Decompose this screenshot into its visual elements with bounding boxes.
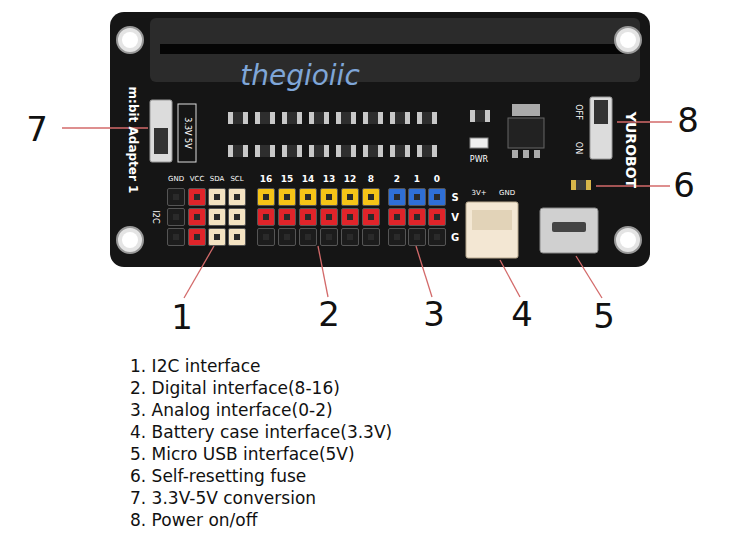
pin-label: 3V+ (471, 190, 486, 198)
pin-label: SCL (230, 176, 243, 184)
pin-number: 12 (344, 175, 357, 185)
pin-number: 13 (323, 175, 336, 185)
callout-number: 1 (171, 299, 193, 336)
port-label: I2C (151, 210, 160, 223)
callout-number: 7 (26, 111, 48, 148)
callout-number: 3 (423, 296, 445, 333)
legend-item: 4. Battery case interface(3.3V) (130, 423, 392, 442)
row-label: V (451, 212, 459, 223)
pin-number: 16 (260, 175, 273, 185)
row-label: G (451, 232, 459, 243)
callout-number: 8 (677, 102, 699, 139)
pin-label: GND (499, 190, 515, 198)
legend-item: 8. Power on/off (130, 511, 257, 530)
led-label: PWR (470, 156, 488, 165)
pin-label: GND (168, 176, 184, 184)
callout-number: 2 (318, 296, 340, 333)
pin-number: 8 (368, 175, 374, 185)
pin-number: 14 (302, 175, 315, 185)
pin-label: SDA (210, 176, 225, 184)
legend-item: 6. Self-resetting fuse (130, 467, 306, 486)
callout-number: 6 (673, 167, 695, 204)
callout-number: 5 (593, 298, 615, 335)
switch-label: OFF (574, 104, 583, 120)
legend-item: 2. Digital interface(8-16) (130, 379, 340, 398)
silkscreen-text: 3.3V 5V (183, 117, 192, 148)
board-title: m:bit Adapter 1 (125, 87, 138, 194)
pin-label: VCC (190, 176, 205, 184)
pin-number: 0 (434, 175, 440, 185)
row-label: S (451, 192, 458, 203)
watermark: thegioiic (240, 61, 360, 92)
brand-text: YUROBOT (622, 112, 637, 188)
legend-item: 1. I2C interface (130, 357, 261, 376)
pin-number: 1 (414, 175, 420, 185)
pin-number: 15 (281, 175, 294, 185)
legend-item: 3. Analog interface(0-2) (130, 401, 333, 420)
switch-label: ON (574, 142, 583, 154)
legend-item: 5. Micro USB interface(5V) (130, 445, 355, 464)
pin-number: 2 (394, 175, 400, 185)
legend-item: 7. 3.3V-5V conversion (130, 489, 316, 508)
callout-number: 4 (511, 296, 533, 333)
